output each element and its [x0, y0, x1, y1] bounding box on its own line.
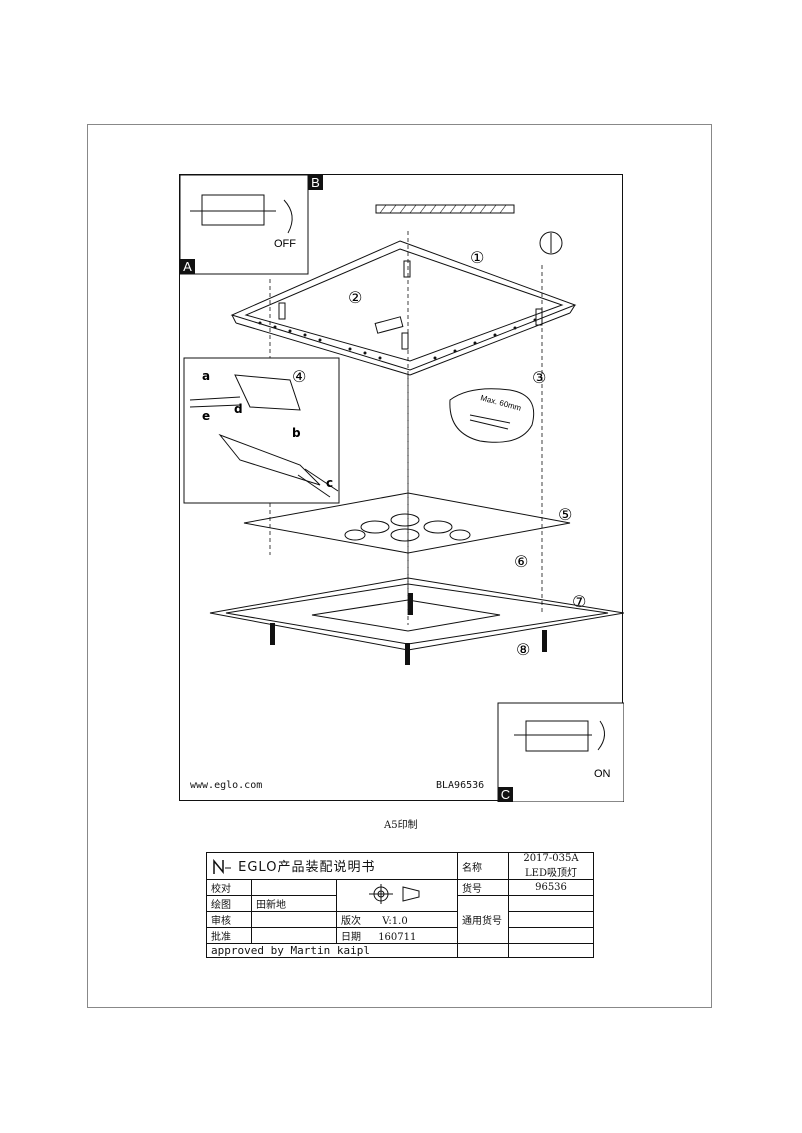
general-row-1: [508, 895, 594, 912]
item-no-label: 货号: [457, 879, 509, 896]
version-label: 版次: [341, 916, 361, 927]
step-3-label: ③: [532, 368, 546, 387]
step-1-label: ①: [470, 248, 484, 267]
switch-off-label: OFF: [274, 238, 296, 250]
empty-cell-1: [457, 943, 509, 958]
date-label: 日期: [341, 932, 361, 943]
version-cell: 版次 V:1.0: [336, 911, 458, 928]
title-block: EGLO产品装配说明书 名称 2017-035A LED吸顶灯 校对 货号 96…: [206, 852, 594, 958]
assembly-illustration: Max. 60mm: [180, 175, 624, 802]
name-label: 名称: [457, 852, 509, 880]
item-no-value: 96536: [508, 879, 594, 896]
wire-label-d: d: [234, 402, 243, 416]
date-value: 160711: [378, 932, 417, 943]
projection-icon: [369, 884, 420, 904]
check-label: 校对: [206, 879, 252, 896]
print-note: A5印制: [384, 820, 418, 831]
empty-cell-2: [508, 943, 594, 958]
step-7-label: ⑦: [572, 592, 586, 611]
draw-label: 绘图: [206, 895, 252, 912]
step-5-label: ⑤: [558, 505, 572, 524]
general-row-3: [508, 927, 594, 944]
step-8-label: ⑧: [516, 640, 530, 659]
document-sheet: [87, 124, 712, 1008]
draw-value: 田新地: [251, 895, 337, 912]
approved-by: approved by Martin kaipl: [206, 943, 458, 958]
step-2-label: ②: [348, 288, 362, 307]
date-cell: 日期 160711: [336, 927, 458, 944]
panel-tag-c: C: [498, 787, 513, 802]
projection-symbol: [336, 879, 458, 912]
version-value: V:1.0: [382, 916, 408, 927]
cable-length-label: Max. 60mm: [479, 393, 522, 413]
step-4-label: ④: [292, 367, 306, 386]
panel-tag-b: B: [308, 175, 323, 190]
name-value: 2017-035A LED吸顶灯: [508, 852, 594, 880]
eglo-logo-icon: [213, 859, 231, 875]
review-label: 审核: [206, 911, 252, 928]
website-link: www.eglo.com: [190, 780, 263, 791]
assembly-drawing: Max. 60mm: [179, 174, 624, 802]
general-label: 通用货号: [457, 895, 509, 944]
product-code: BLA96536: [436, 780, 485, 791]
wire-label-e: e: [202, 409, 210, 423]
review-value: [251, 911, 337, 928]
brand-header: EGLO产品装配说明书: [206, 852, 458, 880]
wire-label-a: a: [202, 369, 210, 383]
step-6-label: ⑥: [514, 552, 528, 571]
wire-label-b: b: [292, 426, 301, 440]
approve-value: [251, 927, 337, 944]
panel-tag-a: A: [180, 259, 195, 274]
wire-label-c: c: [326, 476, 333, 490]
general-row-2: [508, 911, 594, 928]
switch-on-label: ON: [594, 768, 611, 780]
approve-label: 批准: [206, 927, 252, 944]
check-value: [251, 879, 337, 896]
brand-title: EGLO产品装配说明书: [238, 859, 376, 875]
